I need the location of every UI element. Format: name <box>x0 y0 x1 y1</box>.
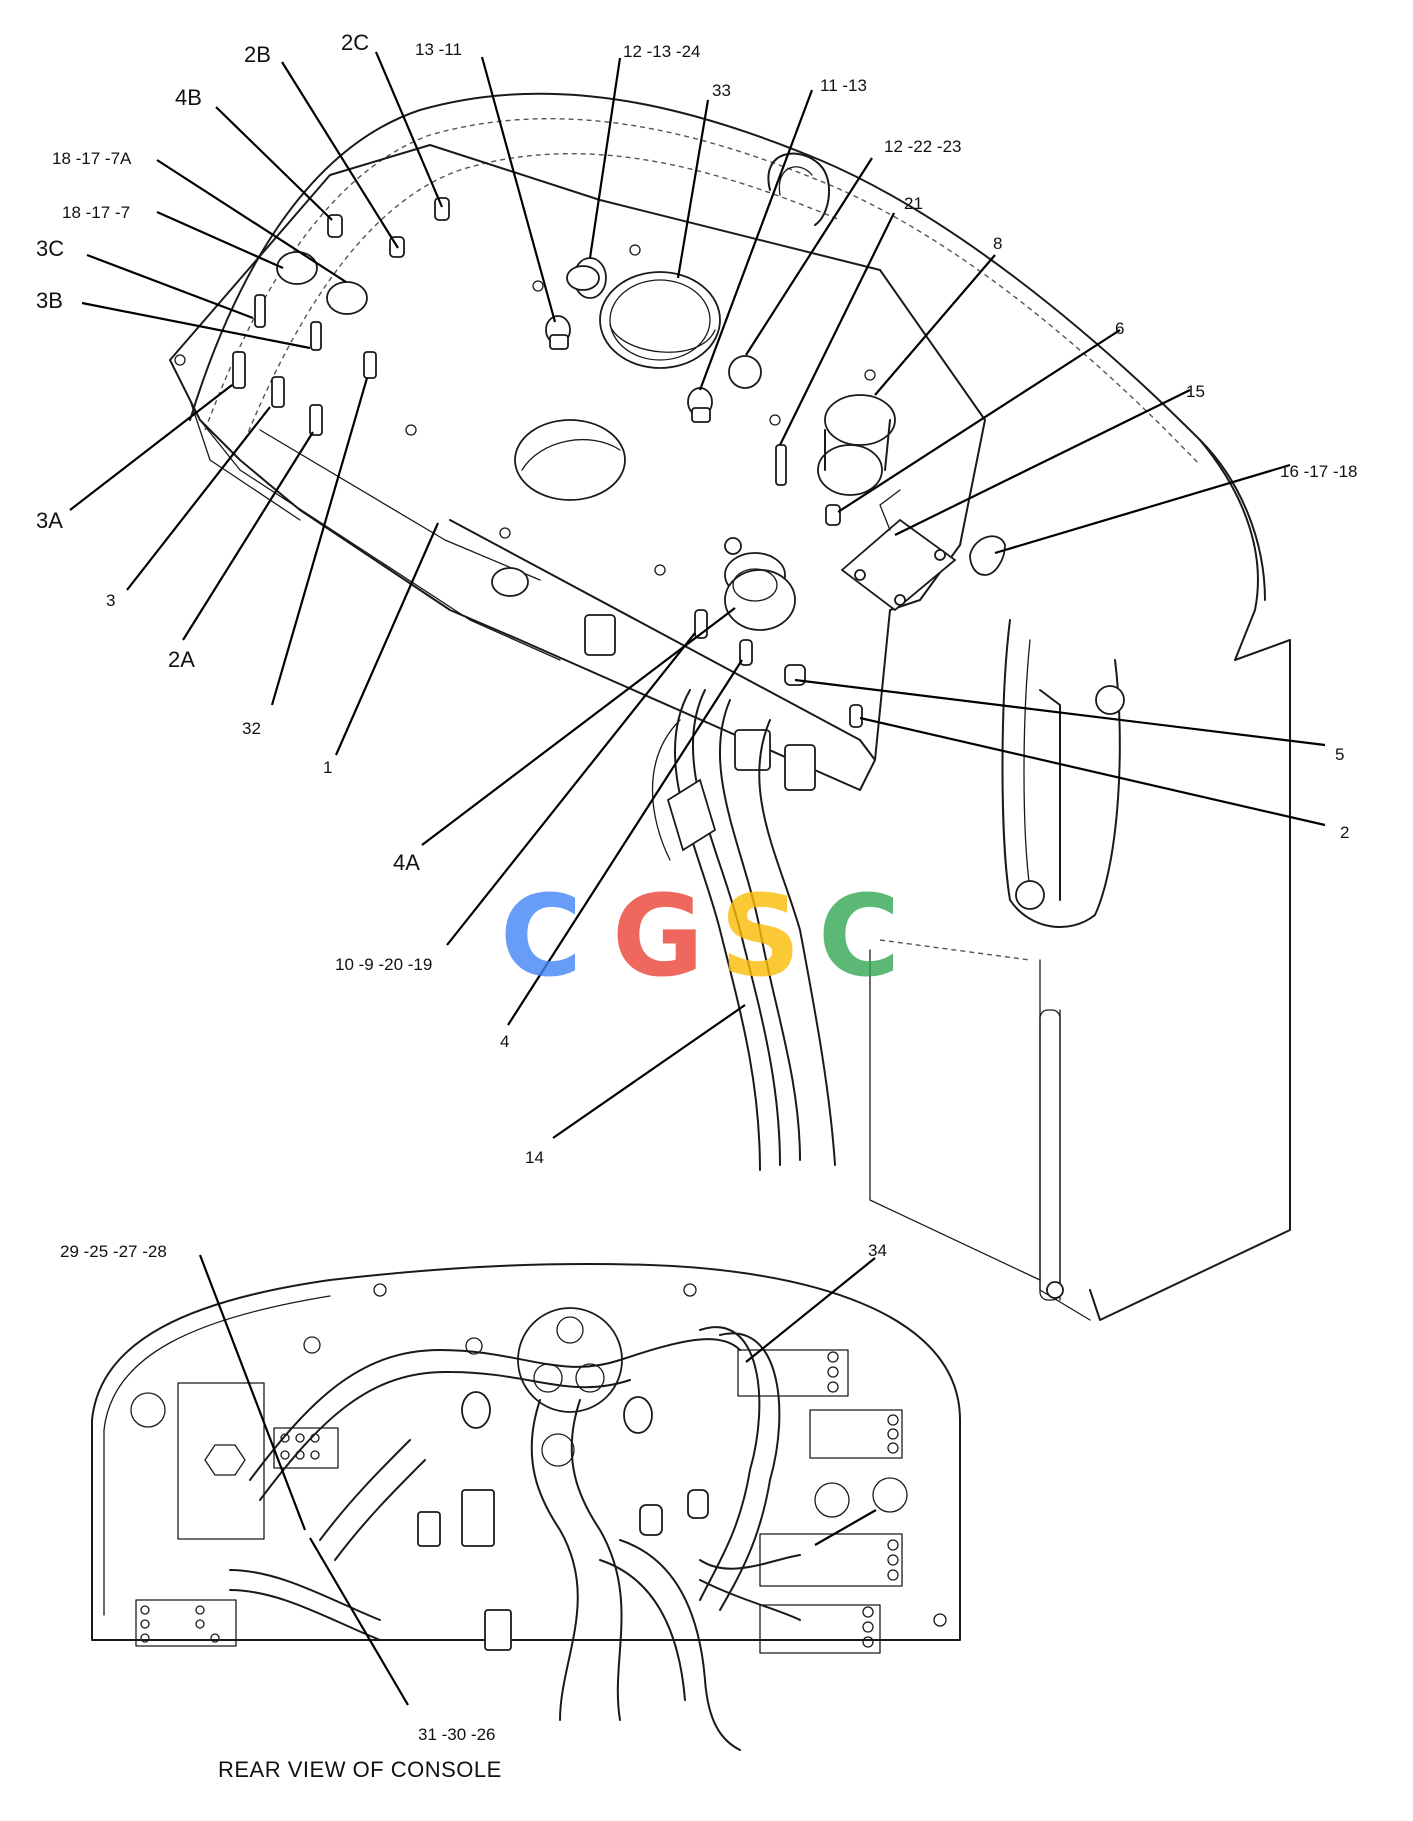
callout-6: 6 <box>1115 319 1124 338</box>
console-top-plate <box>169 144 986 791</box>
watermark-letter-1: C <box>500 872 582 1002</box>
top-panel-components <box>232 197 1006 791</box>
callout-8: 8 <box>993 234 1002 253</box>
callout-33: 33 <box>712 81 731 100</box>
leader-lines-upper <box>69 51 1326 1139</box>
watermark-letter-3: S <box>720 872 801 1002</box>
callout-34: 34 <box>868 1241 887 1260</box>
rear-console-view <box>91 1262 961 1751</box>
callout-2A: 2A <box>168 647 195 672</box>
watermark: C G S C <box>500 872 900 1002</box>
callout-2B: 2B <box>244 42 271 67</box>
callout-5: 5 <box>1335 745 1344 764</box>
callout-1: 1 <box>323 758 332 777</box>
callout-labels: 2B 2C 13 -11 12 -13 -24 33 11 -13 12 -22… <box>36 30 1358 1782</box>
callout-29-25-27-28: 29 -25 -27 -28 <box>60 1242 167 1261</box>
callout-4: 4 <box>500 1032 509 1051</box>
callout-10-9-20-19: 10 -9 -20 -19 <box>335 955 432 974</box>
callout-16-17-18: 16 -17 -18 <box>1280 462 1358 481</box>
watermark-letter-4: C <box>818 872 900 1002</box>
wire-harness <box>651 689 836 1171</box>
callout-2C: 2C <box>341 30 369 55</box>
callout-3: 3 <box>106 591 115 610</box>
terminal-blocks-left <box>135 1427 339 1647</box>
callout-3C: 3C <box>36 236 64 261</box>
rear-view-caption: REAR VIEW OF CONSOLE <box>218 1757 502 1782</box>
callout-18-17-7: 18 -17 -7 <box>62 203 130 222</box>
callout-4B: 4B <box>175 85 202 110</box>
callout-13-11: 13 -11 <box>415 40 462 59</box>
callout-12-13-24: 12 -13 -24 <box>623 42 701 61</box>
callout-21: 21 <box>904 194 923 213</box>
callout-4A: 4A <box>393 850 420 875</box>
callout-2: 2 <box>1340 823 1349 842</box>
callout-3A: 3A <box>36 508 63 533</box>
watermark-letter-2: G <box>612 872 704 1002</box>
callout-15: 15 <box>1186 382 1205 401</box>
callout-32: 32 <box>242 719 261 738</box>
callout-3B: 3B <box>36 288 63 313</box>
terminal-blocks-right <box>737 1349 903 1654</box>
callout-31-30-26: 31 -30 -26 <box>418 1725 496 1744</box>
callout-14: 14 <box>525 1148 544 1167</box>
console-housing <box>189 92 1291 1321</box>
leader-lines-lower <box>198 1254 877 1706</box>
callout-12-22-23: 12 -22 -23 <box>884 137 962 156</box>
callout-11-13: 11 -13 <box>820 76 867 95</box>
callout-18-17-7A: 18 -17 -7A <box>52 149 132 168</box>
